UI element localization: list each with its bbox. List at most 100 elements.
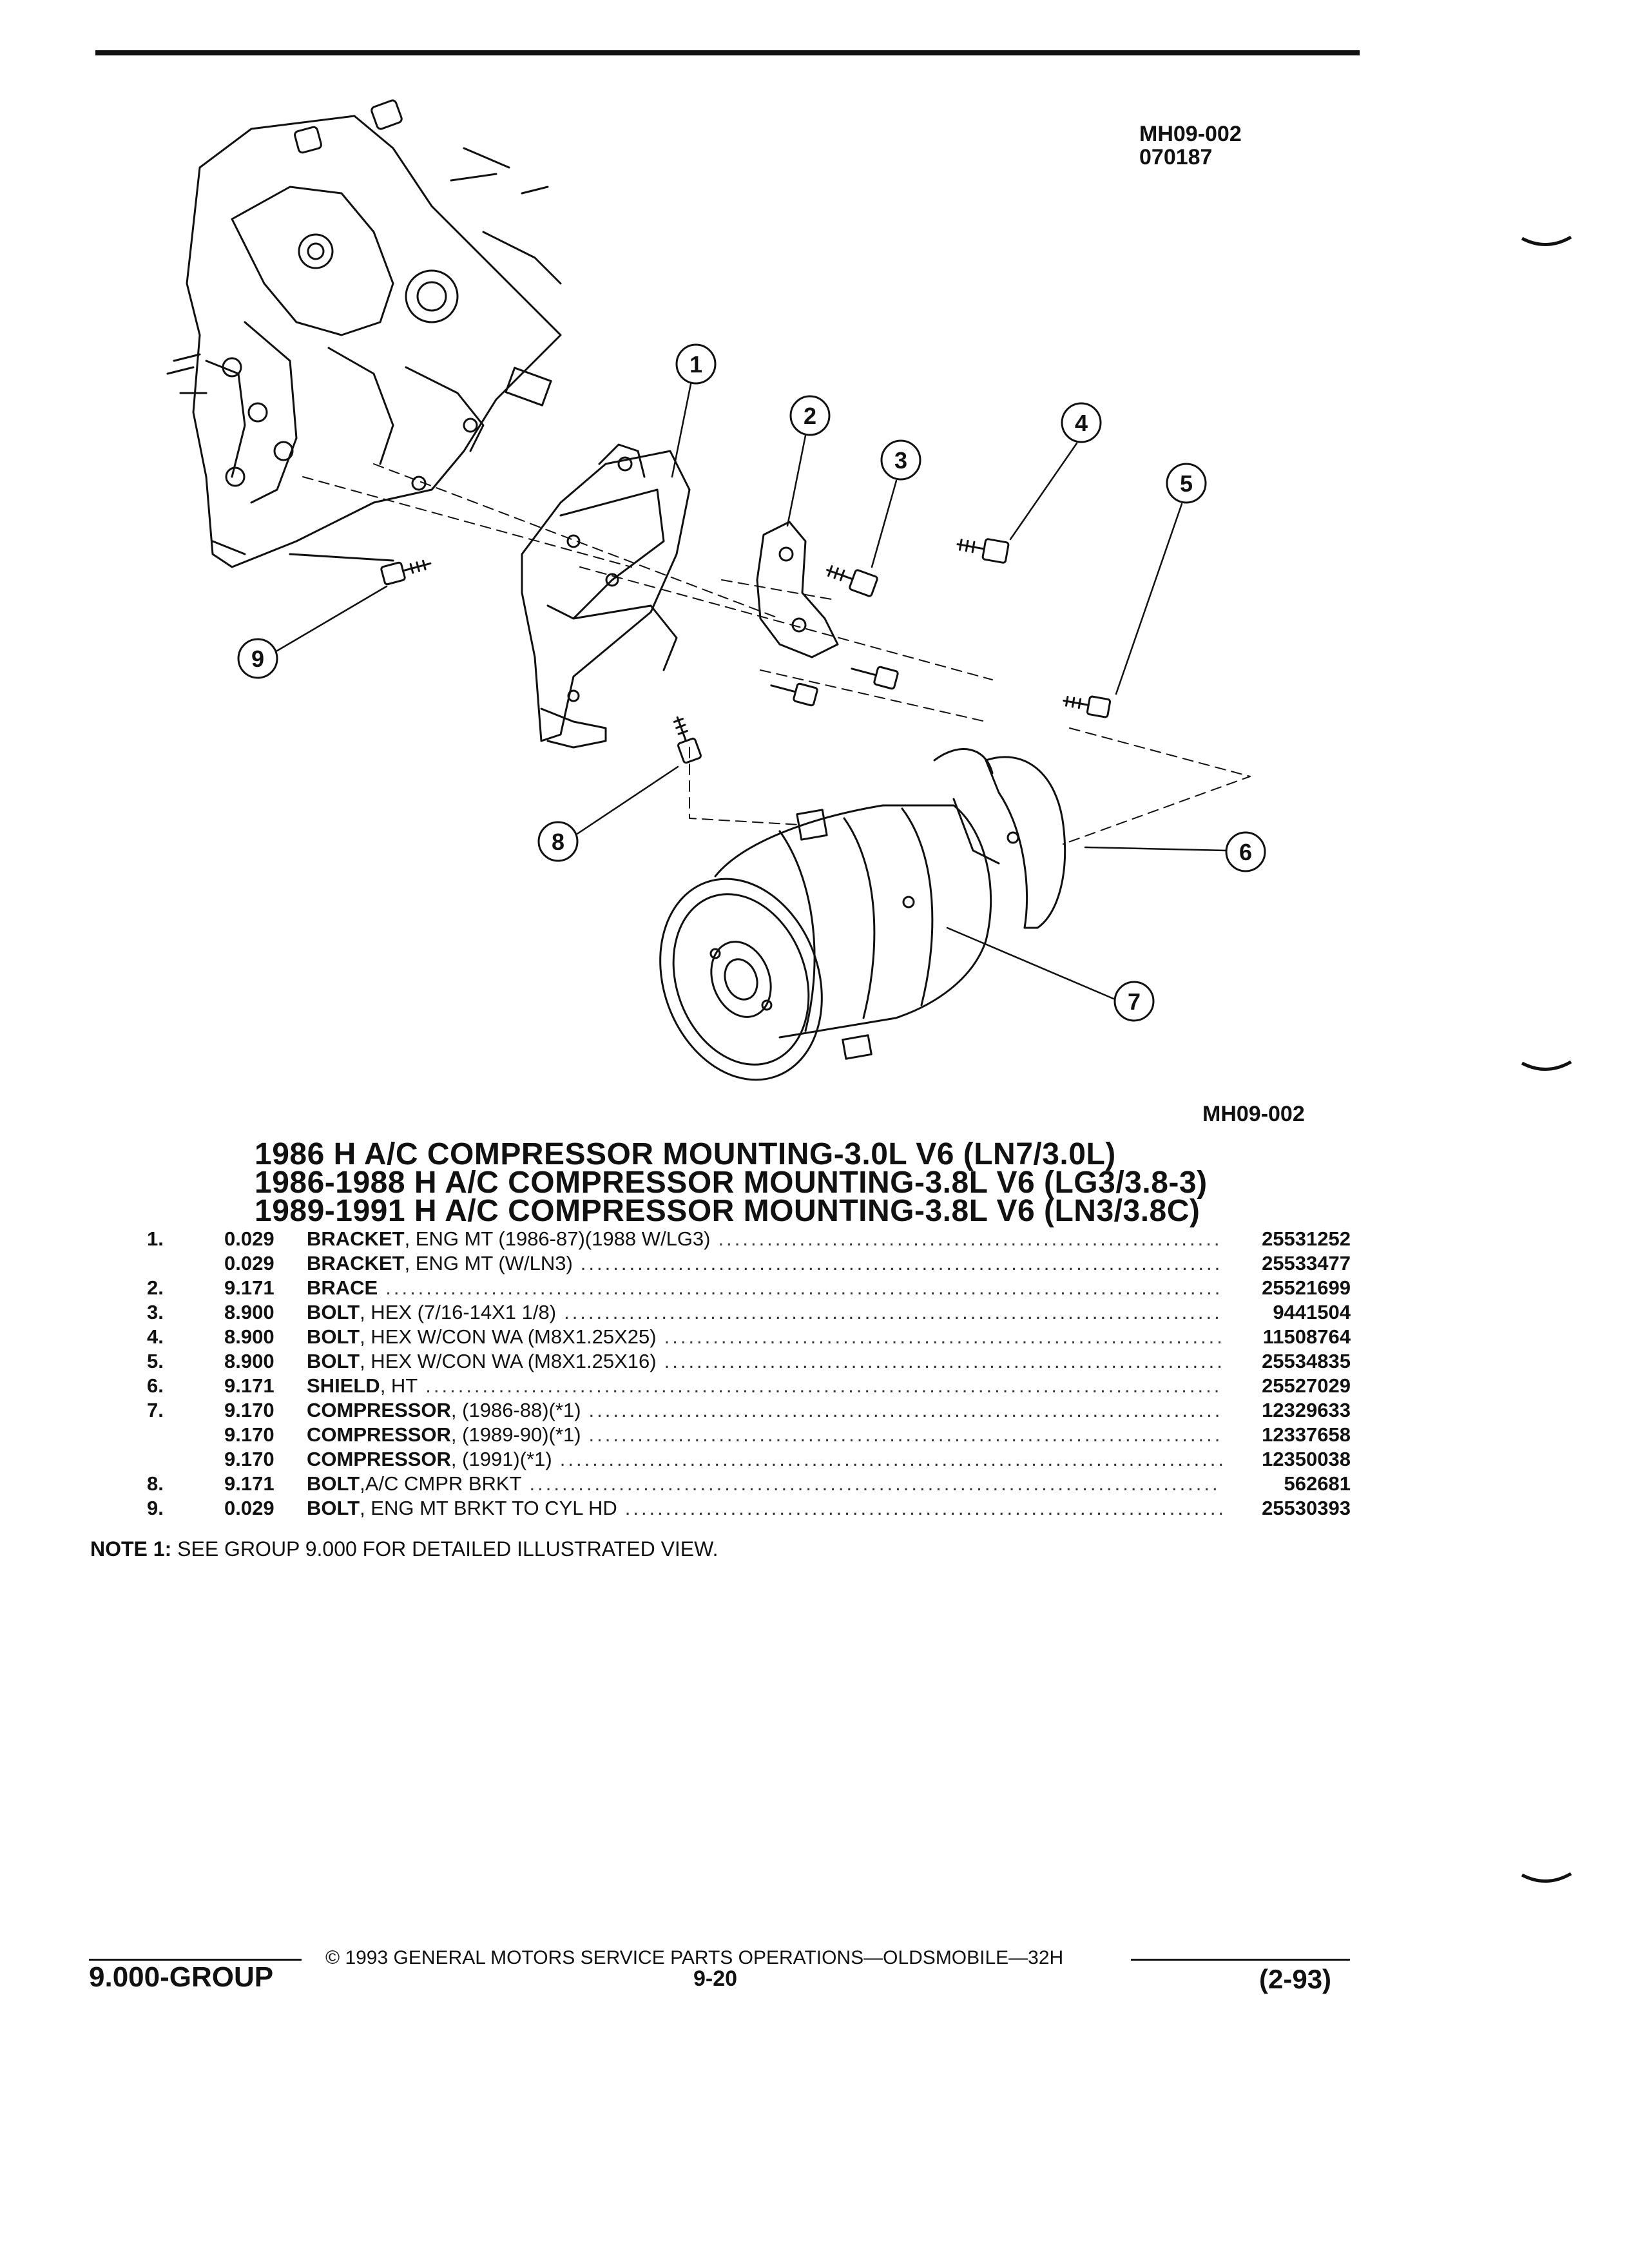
section-title-2: 1986-1988 H A/C COMPRESSOR MOUNTING-3.8L… [255,1166,1208,1200]
item-number: 2. [147,1276,164,1299]
group-number: 8.900 [224,1301,275,1323]
parts-row: 9. 0.029 BOLT, ENG MT BRKT TO CYL HD 255303… [147,1496,1351,1521]
part-number: 25530393 [1262,1497,1351,1519]
part-name: COMPRESSOR [307,1423,451,1446]
callout-5: 5 [1180,470,1193,497]
part-name: BRACE [307,1276,378,1299]
item-number: 5. [147,1350,164,1372]
part-detail: , HEX (7/16-14X1 1/8) [360,1301,557,1323]
callout-7: 7 [1128,988,1141,1015]
group-number: 8.900 [224,1350,275,1372]
part-name: COMPRESSOR [307,1399,451,1421]
item-number: 4. [147,1325,164,1348]
compressor-drawing [659,804,992,1081]
part-detail: , ENG MT BRKT TO CYL HD [360,1497,617,1519]
alignment-lines [302,463,1251,845]
group-number: 9.171 [224,1374,275,1397]
footer-rule-left [89,1959,302,1961]
binding-mark-icon [1521,235,1572,246]
part-number: 9441504 [1273,1301,1351,1323]
parts-row: 9.170 COMPRESSOR, (1989-90)(*1) 12337658 [147,1423,1351,1447]
callout-4: 4 [1075,410,1088,436]
footnote-label: NOTE 1: [90,1537,172,1561]
part-number: 25527029 [1262,1374,1351,1397]
figure-code: 070187 [1139,145,1213,169]
part-number: 25533477 [1262,1252,1351,1274]
parts-row: 0.029 BRACKET, ENG MT (W/LN3) 25533477 [147,1251,1351,1276]
part-number: 25534835 [1262,1350,1351,1372]
section-titles: 1986 H A/C COMPRESSOR MOUNTING-3.0L V6 (… [255,1137,1208,1227]
part-detail: , HEX W/CON WA (M8X1.25X25) [360,1325,657,1348]
footer-page-number: 9-20 [693,1966,738,1991]
brace-drawing [756,521,839,658]
part-detail: , (1991)(*1) [450,1448,552,1470]
part-detail: , ENG MT (W/LN3) [404,1252,573,1274]
part-number: 25531252 [1262,1227,1351,1250]
part-detail: ,A/C CMPR BRKT [360,1472,522,1495]
part-number: 12350038 [1262,1448,1351,1470]
binding-mark-icon [1521,1872,1572,1883]
part-name: BRACKET [307,1252,405,1274]
part-number: 25521699 [1262,1276,1351,1299]
part-detail: , HEX W/CON WA (M8X1.25X16) [360,1350,657,1372]
group-number: 9.170 [224,1399,275,1421]
exploded-view-illustration: 1 2 3 4 5 6 7 8 9 [166,99,1266,1081]
part-number: 12329633 [1262,1399,1351,1421]
figure-id: MH09-002 [1139,122,1242,146]
part-name: BOLT [307,1301,360,1323]
item-number: 8. [147,1472,164,1495]
part-detail: , (1986-88)(*1) [450,1399,581,1421]
part-name: BOLT [307,1497,360,1519]
part-detail: , (1989-90)(*1) [450,1423,581,1446]
group-number: 9.171 [224,1276,275,1299]
part-name: COMPRESSOR [307,1448,451,1470]
item-number: 1. [147,1227,164,1250]
part-number: 562681 [1284,1472,1351,1495]
item-number: 3. [147,1301,164,1323]
group-number: 0.029 [224,1227,275,1250]
group-number: 9.170 [224,1448,275,1470]
callout-6: 6 [1239,839,1252,865]
part-number: 12337658 [1262,1423,1351,1446]
part-name: BOLT [307,1350,360,1372]
parts-row: 5. 8.900 BOLT, HEX W/CON WA (M8X1.25X16) 25… [147,1349,1351,1374]
part-detail: , ENG MT (1986-87)(1988 W/LG3) [404,1227,711,1250]
callout-3: 3 [894,447,907,474]
footnote-text: SEE GROUP 9.000 FOR DETAILED ILLUSTRATED… [177,1537,718,1561]
callout-2: 2 [804,403,816,429]
group-number: 9.170 [224,1423,275,1446]
top-rule [95,50,1360,55]
item-number: 7. [147,1399,164,1421]
callout-circles [237,343,1266,1022]
footer-date: (2-93) [1259,1964,1332,1994]
binding-mark-icon [1521,1060,1572,1071]
heat-shield-drawing [933,748,1066,929]
footnote: NOTE 1: SEE GROUP 9.000 FOR DETAILED ILL… [90,1537,718,1561]
parts-row: 6. 9.171 SHIELD, HT 25527029 [147,1374,1351,1398]
item-number: 9. [147,1497,164,1519]
group-number: 0.029 [224,1497,275,1519]
part-name: BOLT [307,1325,360,1348]
parts-row: 7. 9.170 COMPRESSOR, (1986-88)(*1) 12329633 [147,1398,1351,1423]
part-number: 11508764 [1262,1325,1351,1348]
item-number: 6. [147,1374,164,1397]
parts-row: 3. 8.900 BOLT, HEX (7/16-14X1 1/8) 9441504 [147,1300,1351,1325]
group-number: 0.029 [224,1252,275,1274]
callout-8: 8 [552,829,564,855]
leader-lines [276,383,1227,1000]
callout-labels: 1 2 3 4 5 6 7 8 9 [251,351,1252,1015]
part-name: BOLT [307,1472,360,1495]
footer-group: 9.000-GROUP [89,1961,274,1993]
section-title-1: 1986 H A/C COMPRESSOR MOUNTING-3.0L V6 (… [255,1137,1116,1171]
group-number: 8.900 [224,1325,275,1348]
part-detail: , HT [380,1374,418,1397]
parts-row: 9.170 COMPRESSOR, (1991)(*1) 12350038 [147,1447,1351,1472]
part-name: BRACKET [307,1227,405,1250]
footer-rule-right [1131,1959,1350,1961]
figure-id-block: MH09-002 070187 [1139,122,1242,169]
part-name: SHIELD [307,1374,380,1397]
engine-block-drawing [166,99,562,568]
parts-row: 4. 8.900 BOLT, HEX W/CON WA (M8X1.25X25) 11… [147,1325,1351,1349]
